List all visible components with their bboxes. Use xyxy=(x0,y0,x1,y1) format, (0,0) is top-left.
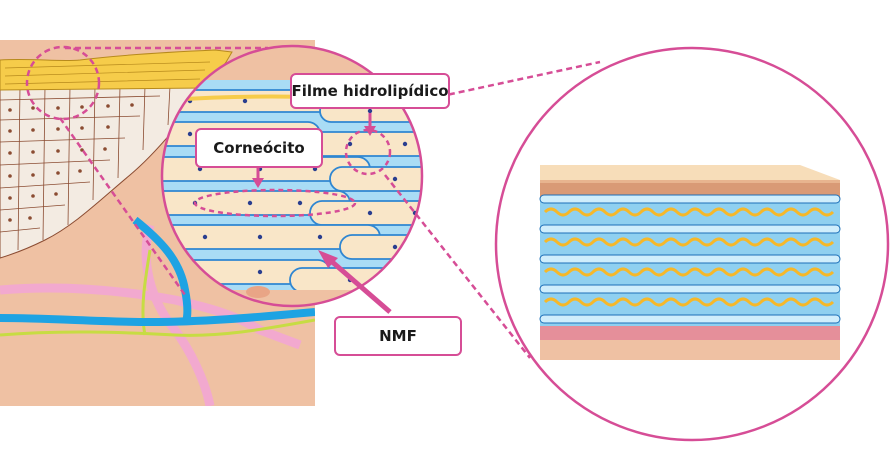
lipid-layer-block xyxy=(540,165,840,360)
label-nmf: NMF xyxy=(334,316,462,356)
label-lipid-film: Filme hidrolipídico xyxy=(290,73,450,109)
label-corneocyte: Corneócito xyxy=(195,128,323,168)
